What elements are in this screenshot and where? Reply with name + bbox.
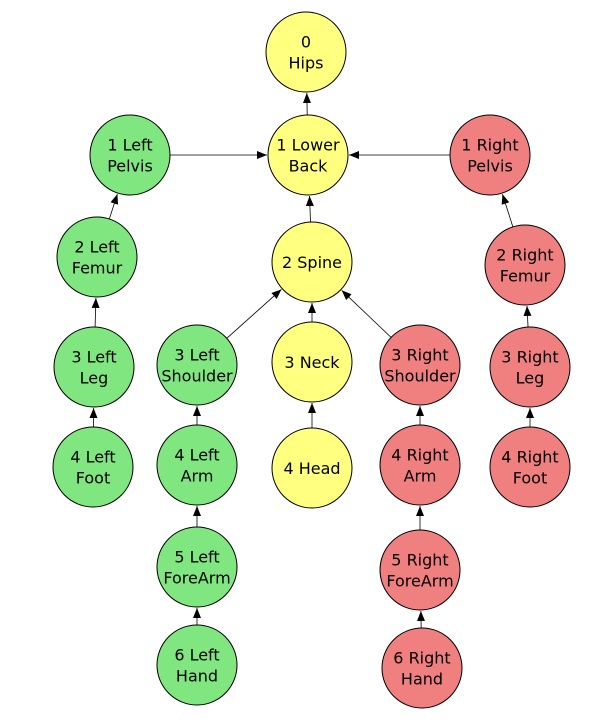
node-label: 6 Left [174,646,219,665]
node-circle [449,114,531,196]
node-label: 1 Right [461,136,518,155]
node-circle [53,326,135,408]
node-circle [379,324,461,406]
node-circle [489,326,571,408]
edge-left_femur-to-left_pelvis [108,193,119,220]
node-label: 4 Head [283,459,340,478]
node-neck: 3 Neck [271,321,353,403]
node-label: Hand [401,670,443,689]
node-label: 1 Left [107,136,152,155]
node-label: 3 Right [391,346,448,365]
node-circle [89,114,171,196]
node-label: Shoulder [384,367,456,386]
node-circle [379,529,461,611]
node-circle [381,627,463,709]
node-circle [271,221,353,303]
node-circle [265,11,347,93]
edges-layer [89,92,534,629]
node-label: Foot [76,469,110,488]
node-circle [484,224,566,306]
edge-left_shoulder-to-spine [226,289,282,339]
node-label: 2 Spine [282,253,342,272]
edge-right_shoulder-to-spine [341,290,392,338]
node-label: Hand [176,667,218,686]
edge-right_leg-to-right_femur [523,305,532,328]
node-label: Back [289,157,329,176]
edge-left_leg-to-left_femur [91,297,100,328]
node-label: 2 Right [496,246,553,265]
node-circle [156,324,238,406]
node-label: Arm [181,467,214,486]
node-label: 3 Left [174,346,219,365]
node-label: 3 Left [71,348,116,367]
node-circle [56,216,138,298]
node-circle [156,526,238,608]
node-label: Leg [516,369,545,388]
node-label: 3 Neck [284,353,340,372]
node-circle [489,426,571,508]
node-circle [379,424,461,506]
node-label: Femur [500,267,551,286]
node-label: ForeArm [163,569,230,588]
node-label: 1 Lower [276,136,340,155]
node-label: 4 Right [391,446,448,465]
node-label: ForeArm [386,572,453,591]
edge-spine-to-lower_back [305,195,314,223]
node-circle [156,624,238,706]
node-label: 4 Right [501,448,558,467]
node-label: 6 Right [393,649,450,668]
node-label: Leg [80,369,109,388]
node-label: Pelvis [107,157,153,176]
node-head: 4 Head [271,427,353,509]
node-circle [267,114,349,196]
node-label: 5 Left [174,548,219,567]
node-label: 5 Right [391,551,448,570]
node-spine: 2 Spine [271,221,353,303]
node-circle [156,424,238,506]
edge-right_femur-to-right_pelvis [501,193,514,228]
node-label: Foot [513,469,547,488]
node-label: Femur [72,259,123,278]
node-label: 3 Right [501,348,558,367]
node-circle [271,427,353,509]
node-circle [271,321,353,403]
node-label: 2 Left [74,238,119,257]
node-label: Arm [404,467,437,486]
node-circle [52,426,134,508]
node-label: Hips [289,54,324,73]
node-label: 4 Left [70,448,115,467]
node-label: 0 [301,33,311,52]
node-label: 4 Left [174,446,219,465]
node-label: Shoulder [161,367,233,386]
node-label: Pelvis [467,157,513,176]
